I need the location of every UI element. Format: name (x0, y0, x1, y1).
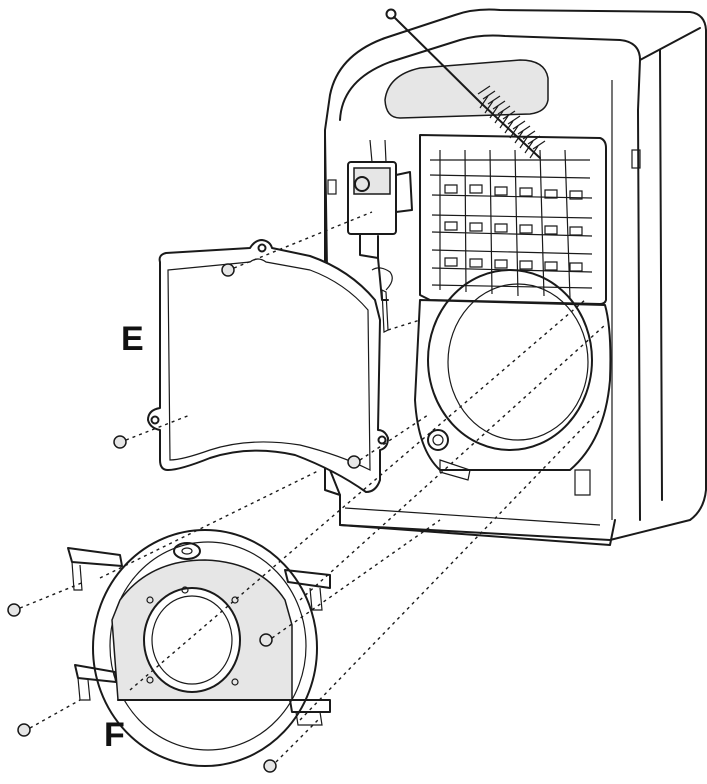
cleaning-brush-icon (385, 8, 546, 159)
panel-f-label: F (104, 716, 125, 754)
pump-unit (347, 139, 413, 301)
panel-e-label: E (121, 320, 144, 358)
screw-icon (7, 263, 361, 773)
panel-f (67, 529, 331, 767)
assembly-guide-lines (19, 211, 606, 763)
panel-e (147, 239, 389, 493)
combustion-chamber (414, 269, 612, 496)
heat-exchanger-fins (429, 149, 593, 299)
